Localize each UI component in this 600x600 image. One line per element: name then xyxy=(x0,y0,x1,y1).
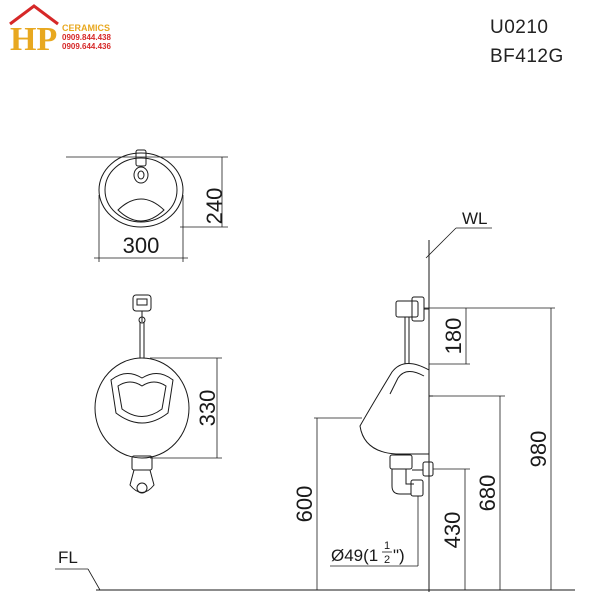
floor-label-leader xyxy=(87,568,101,591)
side-supply-inlet xyxy=(422,461,434,477)
logo-phone-2: 0909.644.436 xyxy=(62,42,111,51)
top-view-inlet-core xyxy=(137,170,145,180)
house-roof-icon xyxy=(9,4,59,26)
flush-valve-window xyxy=(136,298,148,306)
top-view-spud xyxy=(135,149,147,167)
pipe-diameter-fraction-num: 1 xyxy=(384,540,390,552)
drain-dimension-label: 430 xyxy=(440,512,465,549)
rim-dimension-label: 600 xyxy=(292,486,317,523)
top-view-inlet xyxy=(133,166,149,184)
floor-label: FL xyxy=(58,548,78,567)
top-view-outline xyxy=(98,152,184,228)
outlet-dimension-label: 680 xyxy=(475,475,500,512)
front-view-bowl xyxy=(110,373,174,424)
pipe-diameter-fraction-den: 2 xyxy=(384,554,390,566)
side-urinal-body xyxy=(359,363,430,455)
front-view-bowl-inner xyxy=(117,381,167,417)
side-trap-bend xyxy=(391,469,411,495)
logo-phone-1: 0909.844.438 xyxy=(62,33,111,42)
trap-upper xyxy=(131,455,153,471)
side-flush-valve xyxy=(395,300,419,318)
pipe-diameter-text: Ø49(1 xyxy=(331,546,378,565)
top-view: 240 300 xyxy=(66,149,228,262)
total-dimension-label: 980 xyxy=(526,431,551,468)
side-trap-outlet xyxy=(410,479,424,497)
side-trap-top xyxy=(389,454,413,470)
pipe-diameter-suffix: ") xyxy=(393,546,405,565)
side-view: WL FL 180 980 680 xyxy=(55,209,575,592)
brand-logo: HP CERAMICS 0909.844.438 0909.644.436 xyxy=(9,4,111,58)
wall-label-leader xyxy=(425,227,457,259)
wall-label: WL xyxy=(462,209,488,228)
trap-lower xyxy=(129,469,155,493)
top-view-inner-outline xyxy=(104,157,178,223)
top-view-bowl xyxy=(117,198,165,222)
side-urinal-inner xyxy=(389,371,425,395)
logo-brand: CERAMICS xyxy=(62,23,110,33)
width-dimension-label: 300 xyxy=(123,233,160,258)
trap-outlet xyxy=(136,482,148,494)
front-view-body xyxy=(94,357,190,459)
front-view: 330 xyxy=(94,294,222,494)
flush-valve-body xyxy=(132,294,152,312)
side-trap-inner xyxy=(405,469,414,485)
front-height-dimension-label: 330 xyxy=(195,390,220,427)
model-code-1: U0210 xyxy=(490,17,549,38)
valve-dimension-label: 180 xyxy=(441,318,466,355)
flush-valve-button xyxy=(138,316,146,324)
model-code-2: BF412G xyxy=(490,46,564,67)
logo-letters: HP xyxy=(10,21,57,58)
depth-dimension-label: 240 xyxy=(202,188,227,225)
